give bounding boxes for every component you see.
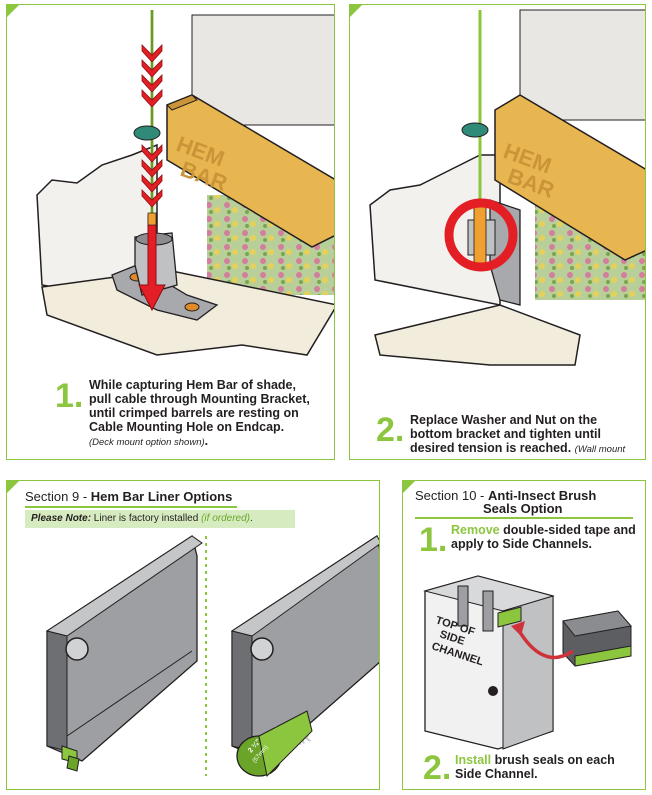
panel-corner-marker — [7, 5, 20, 18]
section10-step1-text: Remove double-sided tape and apply to Si… — [451, 523, 636, 551]
shade-fabric — [519, 9, 645, 121]
section10-step1-number: 1. — [419, 521, 448, 559]
section9-illustration: HEM BAR 2 ¼" (57mm) — [45, 534, 379, 778]
step1-text: While capturing Hem Bar of shade, pull c… — [89, 378, 310, 434]
step2-note: (Wall mount option shown.) — [574, 444, 626, 455]
hem-bar-extrusion-left — [45, 534, 203, 772]
red-down-arrows — [141, 44, 163, 208]
section9-note: Please Note: Liner is factory installed … — [25, 510, 295, 528]
step1-note: (Deck mount option shown) — [89, 437, 205, 448]
grommet — [133, 125, 161, 141]
highlight-circle — [444, 198, 518, 272]
section10-panel: Section 10 - Anti-Insect Brush Seals Opt… — [402, 480, 646, 790]
section10-prefix: Section 10 - — [415, 488, 488, 503]
section9-rule — [25, 506, 237, 508]
apply-arrow — [516, 628, 574, 660]
hem-bar — [494, 94, 645, 261]
section9-title: Hem Bar Liner Options — [90, 489, 233, 504]
section10-illustration: TOP OF SIDE CHANNEL — [423, 575, 632, 750]
panel-corner-marker — [403, 481, 416, 494]
step2-instructions: Replace Washer and Nut on the bottom bra… — [410, 413, 635, 459]
step2-panel: HEM BAR 2. Replace Washer and Nut on the… — [349, 4, 646, 460]
step1-number: 1. — [55, 377, 84, 415]
note-paren: (if ordered) — [201, 513, 250, 524]
section10-step2-number: 2. — [423, 749, 452, 787]
section10-heading: Section 10 - Anti-Insect Brush — [415, 488, 596, 503]
step1-illustration: HEM BAR — [36, 10, 334, 356]
side-channel — [423, 575, 555, 750]
step2-text: Replace Washer and Nut on the bottom bra… — [410, 413, 601, 455]
step1-instructions: While capturing Hem Bar of shade, pull c… — [89, 378, 310, 448]
note-label: Please Note: — [31, 513, 92, 524]
section9-panel: Section 9 - Hem Bar Liner Options Please… — [6, 480, 380, 790]
section9-prefix: Section 9 - — [25, 489, 91, 504]
brush-seal — [562, 610, 632, 667]
hem-bar-extrusion-right: HEM BAR 2 ¼" (57mm) — [230, 534, 379, 778]
shade-fabric — [191, 14, 334, 126]
section10-title-line1: Anti-Insect Brush — [488, 488, 597, 503]
step1-panel: HEM BAR 1. While captur — [6, 4, 335, 460]
note-text: Liner is factory installed — [91, 513, 202, 524]
step2-illustration: HEM BAR — [369, 9, 645, 366]
panel-corner-marker — [7, 481, 20, 494]
step2-number: 2. — [376, 411, 405, 449]
section10-heading-line2: Seals Option — [483, 501, 562, 516]
section10-step2-text: Install brush seals on each Side Channel… — [455, 753, 615, 781]
insert-arrow — [138, 214, 166, 312]
section10-rule — [415, 517, 633, 519]
grommet — [461, 122, 489, 138]
deck-floor — [374, 304, 581, 366]
apply-arrowhead — [511, 621, 525, 636]
section9-heading: Section 9 - Hem Bar Liner Options — [25, 489, 232, 504]
section10-title-line2: Seals Option — [483, 501, 563, 516]
panel-corner-marker — [350, 5, 363, 18]
